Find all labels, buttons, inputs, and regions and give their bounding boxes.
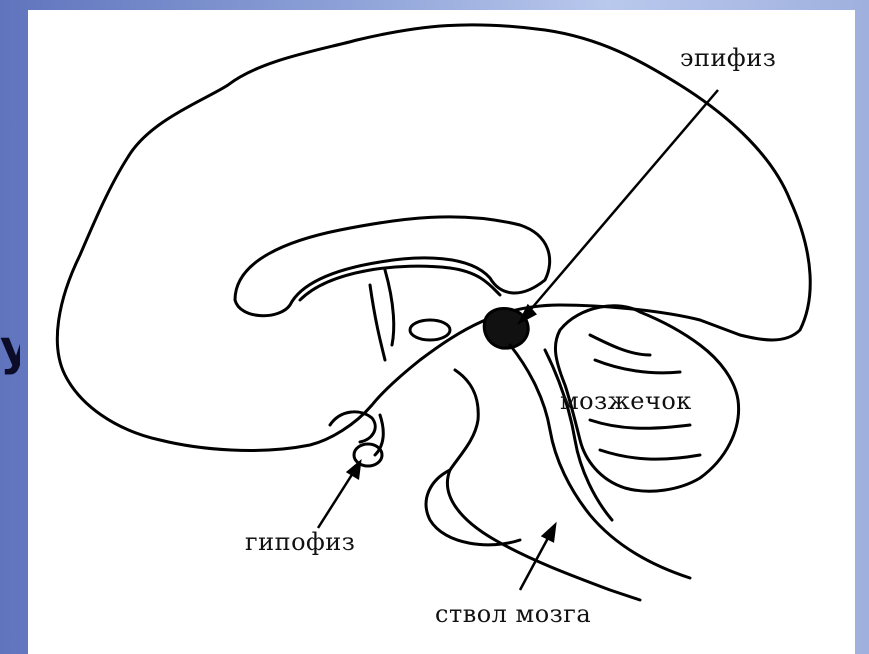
cerebrum-outline	[57, 25, 810, 451]
brainstem-arrowhead	[543, 525, 555, 541]
interthalamic-adhesion	[410, 320, 450, 340]
label-epiphysis: эпифиз	[680, 44, 776, 72]
pineal-gland	[484, 308, 528, 348]
fornix	[300, 266, 500, 300]
hypophysis-arrowhead	[348, 462, 360, 478]
label-cerebellum: мозжечок	[560, 387, 692, 415]
epiphysis-pointer	[520, 90, 718, 322]
label-brainstem: ствол мозга	[435, 600, 591, 628]
label-hypophysis: гипофиз	[245, 528, 355, 556]
optic-chiasm	[330, 412, 375, 442]
